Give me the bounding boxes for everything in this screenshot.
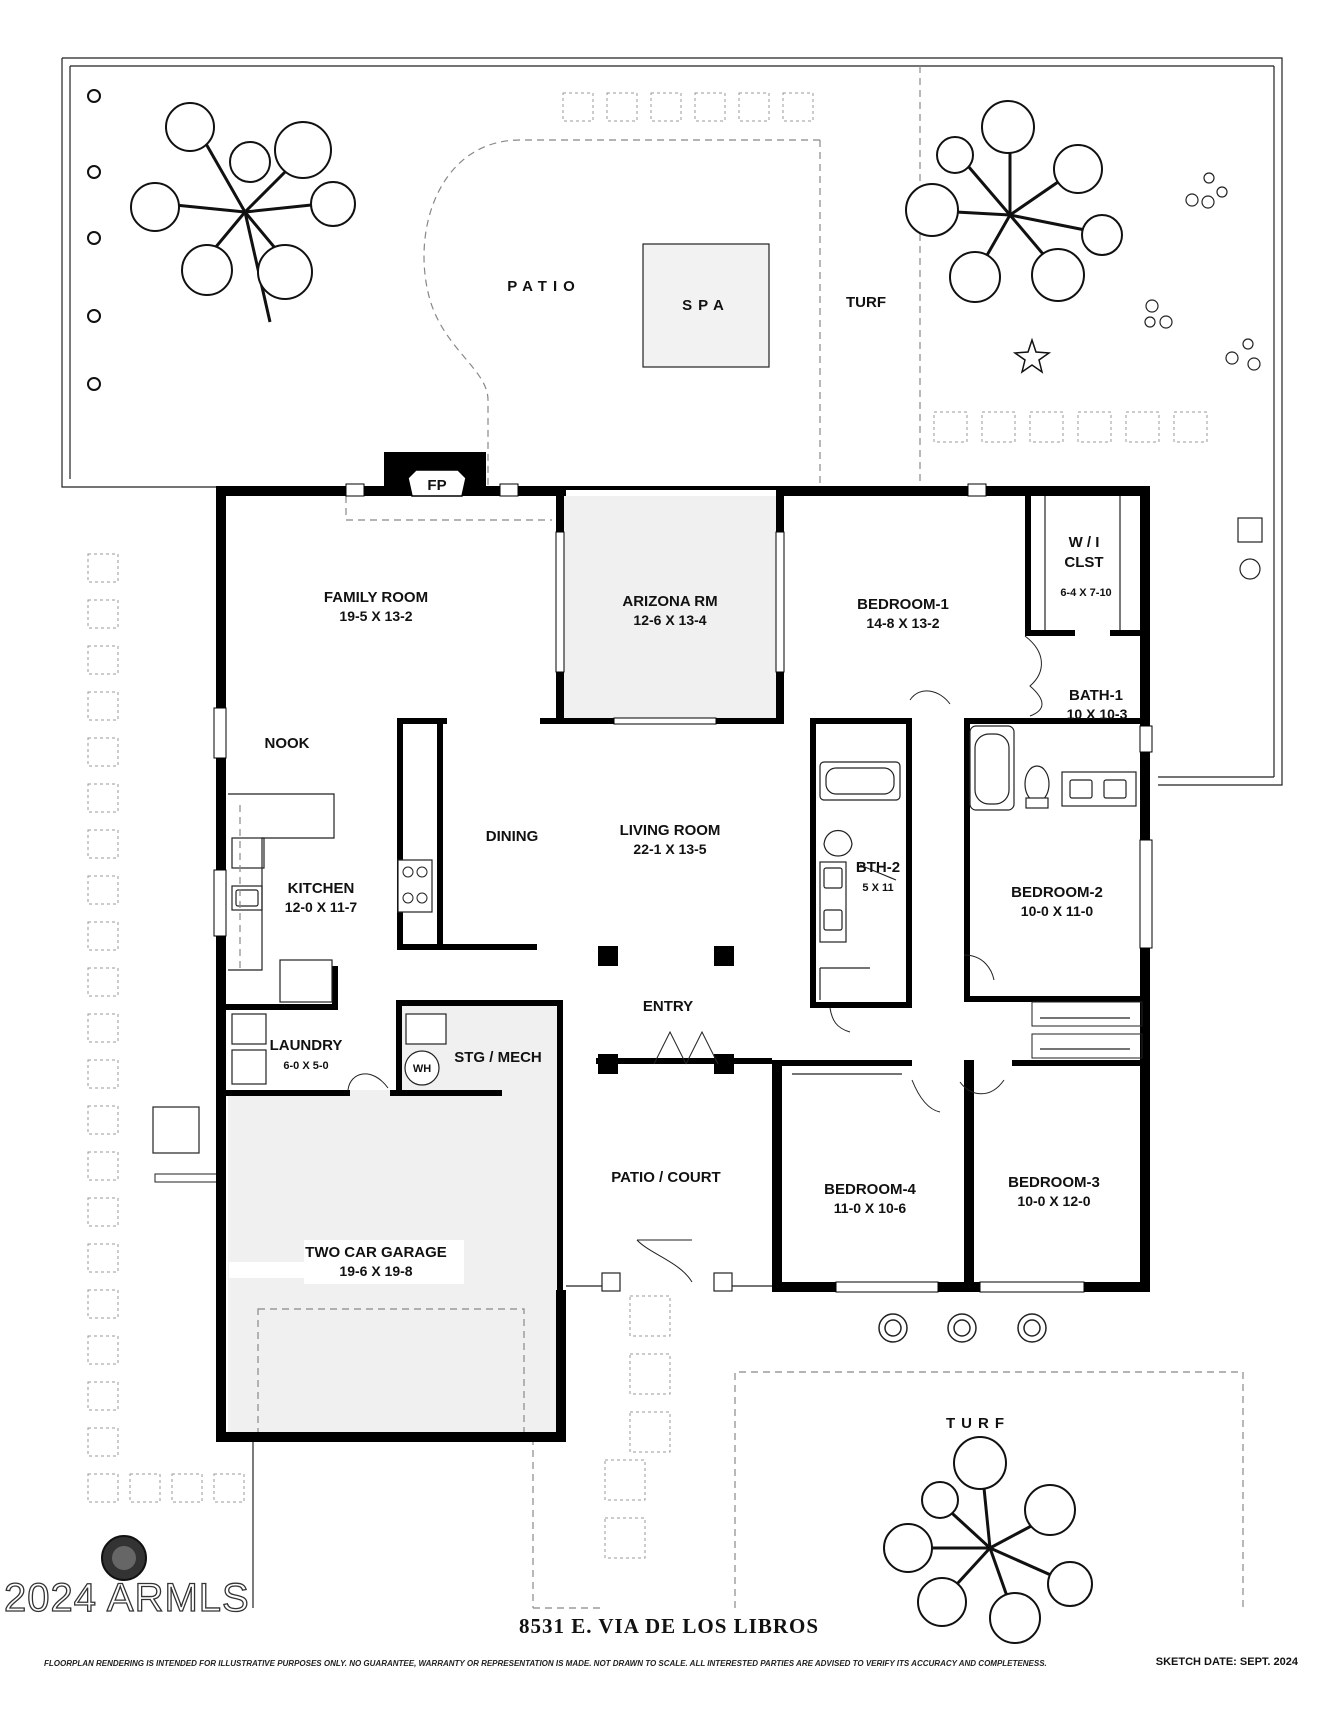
pavers-top — [562, 92, 1208, 443]
small-plant-back — [1012, 337, 1052, 374]
turf-back-label: TURF — [846, 294, 886, 311]
nook-label: NOOK — [265, 735, 310, 752]
spa-label: SPA — [682, 297, 730, 314]
windows — [213, 483, 1153, 1293]
tree-back-left — [130, 102, 356, 323]
shrub-front-left — [101, 1535, 147, 1581]
fixtures — [228, 725, 1137, 1086]
doors — [347, 635, 1043, 1283]
watermark: 2024 ARMLS — [3, 1575, 250, 1620]
bath-2-dims: 5 X 11 — [862, 882, 893, 894]
bedroom-3-label: BEDROOM-3 — [1008, 1174, 1100, 1191]
closets — [792, 496, 1143, 1075]
family-room-dims: 19-5 X 13-2 — [339, 608, 412, 624]
tree-front-right — [883, 1436, 1093, 1644]
dining-label: DINING — [486, 828, 539, 845]
laundry-dims: 6-0 X 5-0 — [283, 1060, 328, 1072]
bath-1-label: BATH-1 — [1069, 687, 1123, 704]
kitchen-label: KITCHEN — [288, 880, 355, 897]
bedroom-1-dims: 14-8 X 13-2 — [866, 615, 939, 631]
entry-label: ENTRY — [643, 998, 693, 1015]
property-address: 8531 E. VIA DE LOS LIBROS — [518, 1614, 820, 1638]
patio-label: PATIO — [507, 278, 581, 295]
family-room-label: FAMILY ROOM — [324, 589, 428, 606]
wi-closet-dims: 6-4 X 7-10 — [1060, 587, 1111, 599]
spa — [642, 243, 770, 368]
front-yard-lines — [152, 1106, 1244, 1609]
garage-label: TWO CAR GARAGE — [305, 1244, 447, 1261]
arizona-rm-label: ARIZONA RM — [622, 593, 717, 610]
kitchen-dims: 12-0 X 11-7 — [285, 899, 358, 915]
bath-2-label: BTH-2 — [856, 859, 900, 876]
disclaimer: FLOORPLAN RENDERING IS INTENDED FOR ILLU… — [44, 1659, 1047, 1668]
rocks-right — [1144, 172, 1263, 580]
sketch-date: SKETCH DATE: SEPT. 2024 — [1155, 1656, 1298, 1668]
bedroom-2-dims: 10-0 X 11-0 — [1021, 903, 1094, 919]
bedroom-4-label: BEDROOM-4 — [824, 1181, 916, 1198]
fireplace-label: FP — [427, 477, 446, 494]
fireplace — [407, 469, 467, 497]
living-room-dims: 22-1 X 13-5 — [633, 841, 706, 857]
garage-door — [257, 1308, 525, 1437]
water-heater-label: WH — [413, 1063, 431, 1075]
pavers-side — [87, 553, 671, 1559]
stg-mech-label: STG / MECH — [454, 1049, 542, 1066]
tree-back-right — [905, 100, 1123, 303]
backyard — [61, 57, 1283, 786]
labels: PATIO SPA TURF TURF FP FAMILY ROOM 19-5 … — [265, 278, 1128, 1432]
laundry-label: LAUNDRY — [270, 1037, 343, 1054]
patio-court-label: PATIO / COURT — [611, 1169, 720, 1186]
wi-closet-label-1: W / I — [1069, 534, 1100, 551]
turf-front-label: TURF — [946, 1415, 1010, 1432]
arizona-room-fill — [563, 496, 777, 719]
bedroom-4-dims: 11-0 X 10-6 — [834, 1200, 907, 1216]
wi-closet-label-2: CLST — [1064, 554, 1103, 571]
flowers-left — [87, 89, 101, 391]
arizona-rm-dims: 12-6 X 13-4 — [633, 612, 706, 628]
bedroom-1-label: BEDROOM-1 — [857, 596, 949, 613]
bedroom-3-dims: 10-0 X 12-0 — [1017, 1193, 1090, 1209]
entry-columns — [566, 946, 772, 1292]
bedroom-2-label: BEDROOM-2 — [1011, 884, 1103, 901]
front-planters — [878, 1313, 1047, 1343]
garage-dims: 19-6 X 19-8 — [339, 1263, 412, 1279]
bath-1-dims: 10 X 10-3 — [1067, 706, 1128, 722]
living-room-label: LIVING ROOM — [620, 822, 721, 839]
ac-pad — [152, 1106, 200, 1154]
